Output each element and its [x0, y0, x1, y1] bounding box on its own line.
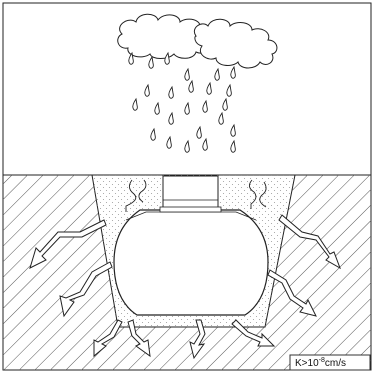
leak-arrow-icon [127, 319, 151, 358]
raindrop-icon [148, 55, 154, 69]
raindrop-icon [214, 67, 220, 81]
inflow-arrow-2 [138, 179, 147, 203]
cloud-icon [194, 18, 278, 69]
permeability-exponent: -8 [319, 357, 325, 364]
permeability-unit: cm/s [325, 358, 346, 369]
raindrop-icon [196, 125, 202, 139]
raindrop-icon [230, 123, 236, 137]
permeability-prefix: K>10 [295, 358, 319, 369]
raindrop-icon [164, 51, 170, 65]
raindrop-icon [184, 67, 190, 81]
raindrop-icon [154, 101, 160, 115]
leak-arrow-icon [231, 319, 276, 347]
raindrop-icon [202, 137, 208, 151]
leak-arrow-icon [59, 261, 113, 318]
raindrops [128, 51, 236, 153]
raindrop-icon [206, 81, 212, 95]
leak-arrow-icon [189, 319, 206, 360]
leak-arrows [29, 214, 341, 360]
raindrop-icon [226, 83, 232, 97]
leak-arrow-icon [93, 319, 123, 358]
inflow-arrow-4 [259, 181, 267, 208]
permeability-label-box [289, 354, 371, 371]
raindrop-icon [150, 127, 156, 141]
raindrop-icon [188, 79, 194, 93]
tank-riser [162, 175, 219, 211]
raindrop-icon [184, 101, 190, 115]
raindrop-icon [144, 83, 150, 97]
inflow-arrow-3 [249, 179, 257, 209]
raindrop-icon [218, 111, 224, 125]
raindrop-icon [184, 139, 190, 153]
raindrop-icon [168, 85, 174, 99]
raindrop-icon [230, 65, 236, 79]
inflow-arrow-1 [125, 179, 137, 212]
raindrop-icon [230, 139, 236, 153]
leak-arrow-icon [267, 269, 317, 317]
leak-arrow-icon [29, 219, 107, 269]
raindrop-icon [222, 97, 228, 111]
surface-inflow-arrows [125, 179, 267, 212]
permeability-label: K>10-8cm/s [295, 357, 346, 369]
tank-top-flange [159, 206, 222, 213]
tank-icon [113, 209, 269, 316]
raindrop-icon [168, 111, 174, 125]
raindrop-icon [202, 99, 208, 113]
raindrop-icon [132, 97, 138, 111]
leak-arrow-icon [278, 214, 341, 270]
raindrop-icon [128, 51, 134, 65]
raindrop-icon [166, 135, 172, 149]
